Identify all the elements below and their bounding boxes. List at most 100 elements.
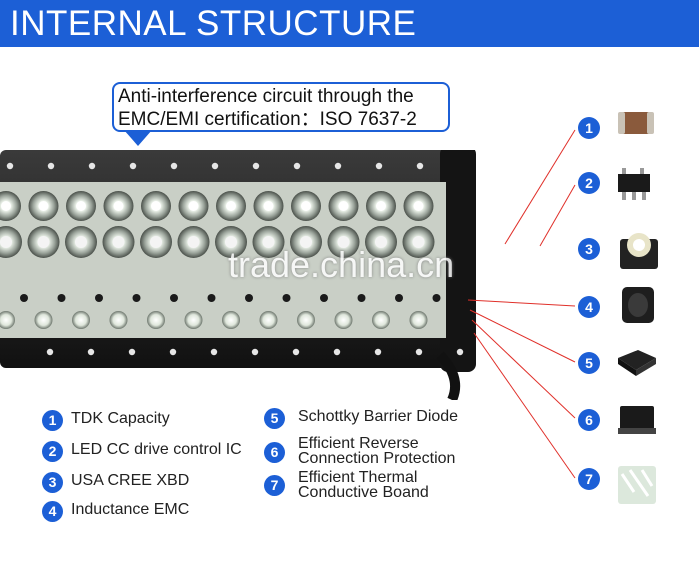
driver-component [395,294,403,302]
lens-core [0,236,12,248]
component-number-7: 7 [578,468,600,490]
screw [416,162,424,170]
lens-core [375,236,387,248]
screw [47,162,55,170]
callout-text: Anti-interference circuit through the EM… [118,85,417,131]
legend-number: 7 [264,475,285,496]
legend-number: 5 [264,408,285,429]
driver-component [282,294,291,302]
component-number-6: 6 [578,409,600,431]
lens-core [413,201,424,211]
lens-core [338,201,349,211]
led [34,311,53,329]
screw [87,348,95,356]
legend-number: 4 [42,501,63,522]
screw [252,162,260,170]
screw [375,162,383,170]
component-number-5: 5 [578,352,600,374]
driver-component [245,294,253,302]
ic-chip-icon [618,168,650,200]
screw [46,348,54,356]
screw [251,348,259,356]
led-row-bottom [0,294,441,329]
component-number-2: 2 [578,172,600,194]
screw [129,162,137,170]
screw [456,348,464,356]
capacitor-chip-icon [618,112,654,134]
end-cap [440,150,476,372]
screws-bottom [46,348,464,356]
callout-line-2: EMC/EMI certification：ISO 7637-2 [118,109,417,130]
lens-core [75,236,87,248]
lens-core [76,201,86,211]
power-cable [436,351,460,400]
lens-core [376,201,386,211]
watermark-text: trade.china.cn [228,244,455,285]
driver-component [20,294,28,302]
led-light-bar-image [0,150,476,400]
screws-top [6,162,424,170]
driver-component [95,294,103,302]
lens-core [300,236,312,248]
callout-line-1: Anti-interference circuit through the [118,86,414,107]
led [372,311,390,329]
driver-component [57,294,66,302]
screw [88,162,96,170]
lens-core [188,201,199,211]
protection-diode-icon [618,406,656,434]
screw [6,162,14,170]
screw [292,348,300,356]
led [409,311,428,329]
component-number-1: 1 [578,117,600,139]
led [0,311,15,329]
lens-core [262,236,275,248]
lens-core [112,236,125,248]
legend-number: 3 [42,472,63,493]
lens-core [301,201,311,211]
screw [374,348,382,356]
thermal-pad-icon [618,466,656,504]
diode-icon [618,350,656,376]
driver-component [432,294,441,302]
led [334,311,353,329]
driver-component [132,294,141,302]
driver-component [357,294,366,302]
component-number-4: 4 [578,296,600,318]
driver-component [320,294,328,302]
legend-label: TDK Capacity [71,410,170,427]
screw [170,162,178,170]
certification-callout: Anti-interference circuit through the EM… [112,82,450,132]
lens-core [337,236,350,248]
screw [293,162,301,170]
screw [333,348,341,356]
legend-label: Efficient Reverse [298,435,419,452]
lens-row-top [0,191,434,221]
led-emitter-icon [620,233,658,269]
screw [210,348,218,356]
led [259,311,278,329]
lens-core [113,201,124,211]
lens-core [412,236,425,248]
led [72,311,90,329]
screw [334,162,342,170]
screw [128,348,136,356]
driver-component [170,294,178,302]
legend-label: LED CC drive control IC [71,441,242,458]
lens-core [263,201,274,211]
led [222,311,240,329]
component-number-3: 3 [578,238,600,260]
lens-core [1,201,11,211]
legend-label: Inductance EMC [71,501,190,518]
legend-label: Efficient Thermal [298,469,418,486]
legend-label-line-2: Conductive Boand [298,484,429,501]
lens-core [38,201,49,211]
legend-label: Schottky Barrier Diode [298,408,459,425]
callout-pointer [124,130,152,146]
lens-core [226,201,236,211]
legend-number: 6 [264,442,285,463]
legend-label-line-2: Connection Protection [298,450,456,467]
inductor-icon [622,287,654,323]
lens-core [151,201,161,211]
lens-core [37,236,50,248]
led [109,311,128,329]
